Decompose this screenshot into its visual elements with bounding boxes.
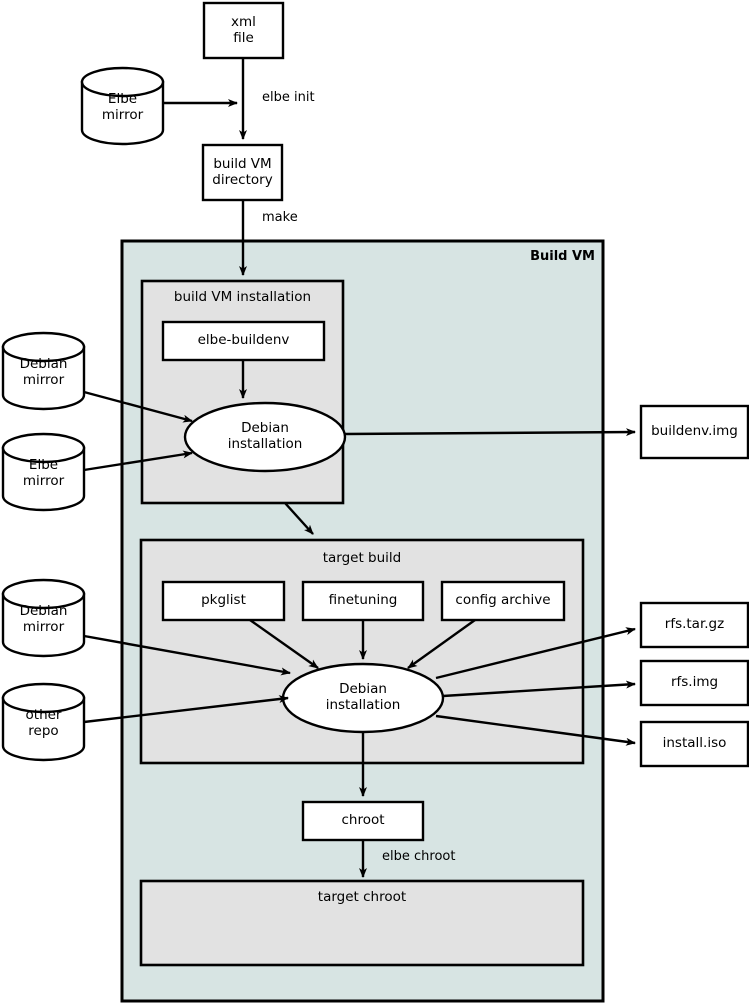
build-vm-title: Build VM	[530, 249, 595, 264]
elbe-buildenv-node[interactable]	[161, 320, 326, 362]
edge-otherrepo-to-targetinstall	[83, 695, 289, 724]
xml-file-node[interactable]	[202, 1, 285, 60]
edge-label-elbe-init: elbe init	[262, 90, 315, 105]
edge-label-elbe-chroot: elbe chroot	[382, 849, 456, 864]
target-chroot-title: target chroot	[317, 889, 407, 905]
debian-mirror-build-node[interactable]	[1, 331, 86, 411]
config-archive-node[interactable]	[440, 580, 566, 622]
edge-label-make: make	[262, 210, 298, 225]
rfs-img-node[interactable]	[639, 659, 749, 707]
debian-mirror-target-node[interactable]	[1, 578, 86, 658]
buildenv-img-node[interactable]	[639, 404, 749, 460]
other-repo-node[interactable]	[1, 682, 86, 762]
edge-configarchive-to-targetinstall	[407, 619, 476, 669]
edge-targetinstall-to-rfsimg	[442, 680, 636, 698]
edge-pkglist-to-targetinstall	[249, 619, 319, 669]
edge-buildinstall-to-buildenvimg	[344, 428, 636, 437]
chroot-node[interactable]	[301, 800, 425, 842]
debian-installation-build-node[interactable]	[183, 401, 347, 473]
build-vm-directory-node[interactable]	[201, 143, 284, 202]
elbe-mirror-build-node[interactable]	[1, 432, 86, 512]
edge-debianmirror-to-buildinstall	[83, 390, 193, 423]
debian-installation-target-node[interactable]	[281, 662, 445, 734]
pkglist-node[interactable]	[161, 580, 286, 622]
rfs-targz-node[interactable]	[639, 601, 749, 649]
edge-buildinstallation-to-targetbuild	[284, 502, 314, 535]
edge-elbemirror-to-buildinstall	[83, 450, 193, 472]
build-vm-installation-title: build VM installation	[173, 289, 312, 305]
edge-targetinstall-to-rfstargz	[435, 627, 636, 680]
target-build-title: target build	[322, 550, 402, 566]
install-iso-node[interactable]	[639, 720, 749, 768]
elbe-mirror-top-node[interactable]	[80, 66, 165, 146]
target-chroot-group	[139, 879, 585, 967]
edge-debianmirror-to-targetinstall	[83, 634, 291, 676]
edge-targetinstall-to-installiso	[435, 714, 636, 746]
finetuning-node[interactable]	[301, 580, 425, 622]
